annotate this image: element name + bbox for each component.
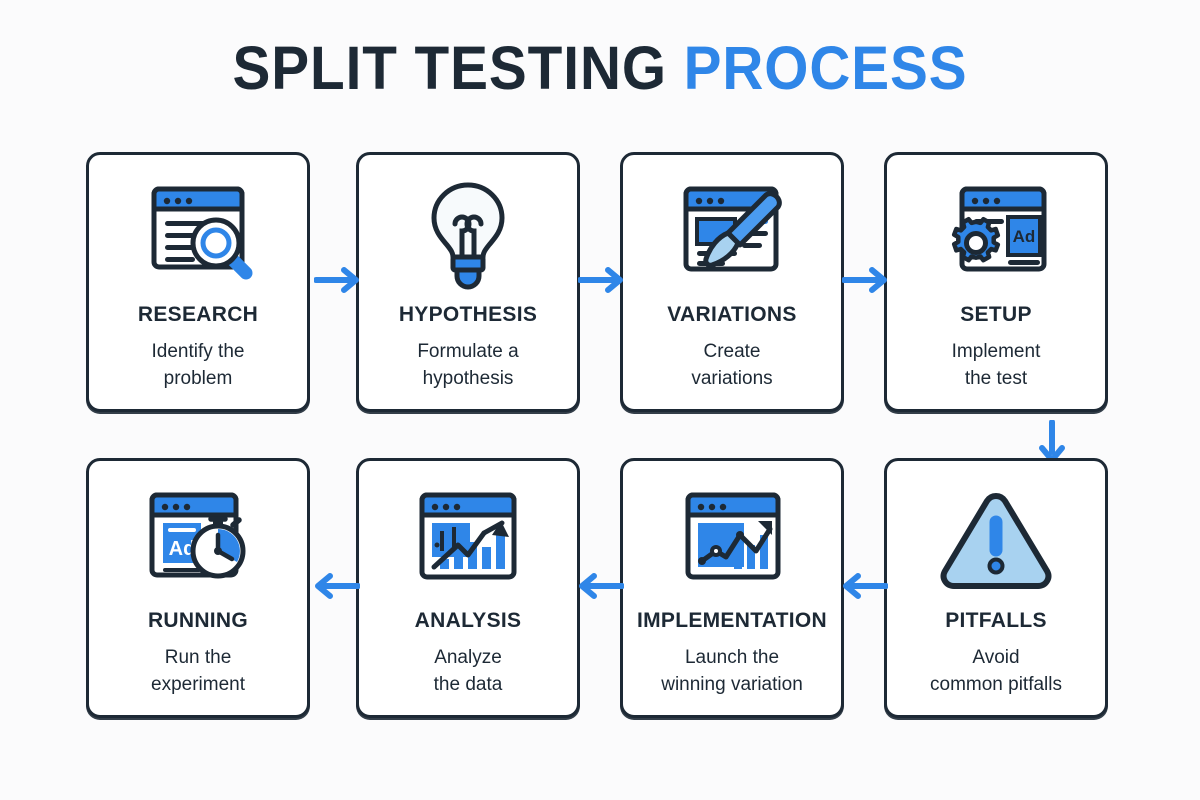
- step-card-running[interactable]: Ad RUNNING: [86, 458, 310, 718]
- step-description-line2: problem: [163, 367, 233, 389]
- step-title: ANALYSIS: [414, 609, 522, 632]
- arrow-right-icon: [578, 266, 624, 294]
- arrow-left-icon: [842, 572, 888, 600]
- step-description: Analyze the data: [426, 645, 511, 699]
- process-row-bottom: Ad RUNNING: [86, 420, 1116, 724]
- page-title: SPLIT TESTING PROCESS: [42, 36, 1158, 100]
- step-card-implementation[interactable]: IMPLEMENTATION Launch the winning variat…: [620, 458, 844, 718]
- browser-paintbrush-icon: [623, 171, 841, 299]
- step-description-line2: hypothesis: [422, 367, 514, 389]
- ad-badge-label: Ad: [169, 538, 196, 560]
- step-description: Identify the problem: [144, 339, 253, 393]
- step-description: Implement the test: [944, 339, 1049, 393]
- step-card-research[interactable]: RESEARCH Identify the problem: [86, 152, 310, 412]
- step-card-pitfalls[interactable]: PITFALLS Avoid common pitfalls: [884, 458, 1108, 718]
- arrow-right-icon: [314, 266, 360, 294]
- browser-bar-chart-icon: [359, 477, 577, 605]
- step-description: Run the experiment: [143, 645, 253, 699]
- browser-gear-ad-icon: Ad: [887, 171, 1105, 299]
- arrow-left-icon: [578, 572, 624, 600]
- step-title: SETUP: [960, 303, 1032, 326]
- step-title: RESEARCH: [137, 303, 259, 326]
- step-title: HYPOTHESIS: [398, 303, 538, 326]
- step-description-line1: Implement: [951, 341, 1041, 362]
- step-description-line1: Analyze: [434, 647, 502, 668]
- step-description-line1: Avoid: [972, 647, 1020, 668]
- browser-stopwatch-ad-icon: Ad: [89, 477, 307, 605]
- warning-triangle-icon: [887, 477, 1105, 605]
- step-description-line2: the test: [964, 367, 1028, 389]
- page-title-blue-part: PROCESS: [683, 34, 968, 102]
- step-card-hypothesis[interactable]: HYPOTHESIS Formulate a hypothesis: [356, 152, 580, 412]
- step-description-line2: variations: [691, 367, 773, 389]
- step-description-line2: experiment: [151, 673, 245, 695]
- step-description-line1: Create: [703, 341, 761, 362]
- process-grid: RESEARCH Identify the problem: [86, 152, 1116, 724]
- arrow-right-icon: [842, 266, 888, 294]
- process-row-top: RESEARCH Identify the problem: [86, 152, 1116, 418]
- step-description-line2: the data: [433, 673, 503, 695]
- browser-growth-chart-icon: [623, 477, 841, 605]
- step-card-setup[interactable]: Ad SETUP Implement the test: [884, 152, 1108, 412]
- step-title: RUNNING: [147, 609, 249, 632]
- step-description: Launch the winning variation: [653, 645, 811, 699]
- step-description: Create variations: [683, 339, 780, 393]
- browser-magnifier-icon: [89, 171, 307, 299]
- step-description-line1: Launch the: [684, 647, 780, 668]
- arrow-left-icon: [314, 572, 360, 600]
- step-description-line2: winning variation: [661, 673, 803, 695]
- step-card-analysis[interactable]: ANALYSIS Analyze the data: [356, 458, 580, 718]
- step-card-variations[interactable]: VARIATIONS Create variations: [620, 152, 844, 412]
- step-title: PITFALLS: [945, 609, 1047, 632]
- step-description-line1: Run the: [164, 647, 232, 668]
- ad-badge-label: Ad: [1013, 227, 1036, 246]
- step-description-line2: common pitfalls: [930, 673, 1062, 695]
- step-title: IMPLEMENTATION: [636, 609, 828, 632]
- step-description-line1: Identify the: [151, 341, 245, 362]
- page-title-dark-part: SPLIT TESTING: [232, 34, 667, 102]
- step-description: Avoid common pitfalls: [922, 645, 1070, 699]
- step-description-line1: Formulate a: [417, 341, 519, 362]
- step-description: Formulate a hypothesis: [409, 339, 526, 393]
- step-title: VARIATIONS: [667, 303, 797, 326]
- lightbulb-icon: [359, 171, 577, 299]
